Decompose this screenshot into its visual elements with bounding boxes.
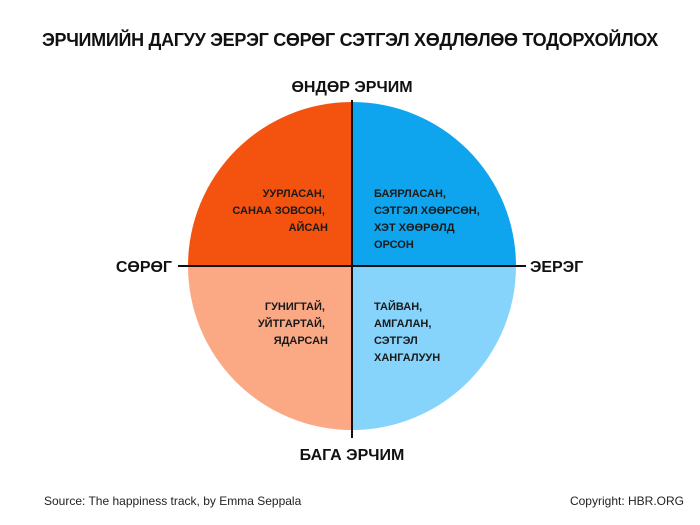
quadrant-top-left	[188, 102, 352, 266]
copyright-note: Copyright: HBR.ORG	[569, 494, 684, 508]
source-note: Source: The happiness track, by Emma Sep…	[44, 494, 302, 508]
quadrant-bottom-right	[352, 266, 516, 430]
axis-label-bottom: БАГА ЭРЧИМ	[300, 447, 405, 464]
quadrant-bottom-left-text: ГУНИГТАЙ, УЙТГАРТАЙ, ЯДАРСАН	[258, 300, 328, 347]
page-title: ЭРЧИМИЙН ДАГУУ ЭЕРЭГ СӨРӨГ СЭТГЭЛ ХӨДЛӨЛ…	[41, 30, 659, 50]
quadrant-top-right-text: БАЯРЛАСАН, СЭТГЭЛ ХӨӨРСӨН, ХЭТ ХӨӨРӨЛД О…	[374, 188, 483, 251]
axis-label-right: ЭЕРЭГ	[530, 259, 583, 276]
quadrant-top-right	[352, 102, 516, 266]
axis-label-top: ӨНДӨР ЭРЧИМ	[291, 79, 412, 96]
axis-label-left: СӨРӨГ	[116, 259, 172, 276]
quadrant-top-left-text: УУРЛАСАН, САНАА ЗОВСОН, АЙСАН	[232, 188, 328, 234]
quadrant-bottom-right-text: ТАЙВАН, АМГАЛАН, СЭТГЭЛ ХАНГАЛУУН	[374, 300, 440, 364]
quadrant-bottom-left	[188, 266, 352, 430]
